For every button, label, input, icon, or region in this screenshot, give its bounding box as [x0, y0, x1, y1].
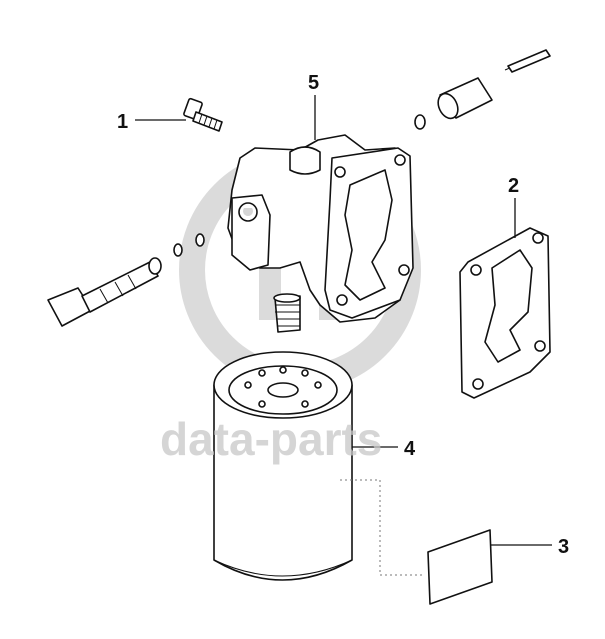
callout-1: 1	[117, 111, 128, 133]
left-fitting-with-orings	[47, 233, 205, 327]
part-3-label	[427, 529, 493, 605]
callout-labels: 1 5 2 4 3	[117, 72, 569, 558]
callout-4: 4	[404, 438, 416, 460]
sender-fitting	[414, 49, 551, 130]
leader-lines	[135, 95, 552, 546]
callout-3: 3	[558, 536, 569, 558]
watermark-text: data-parts	[160, 413, 382, 465]
part-4-filter	[213, 351, 425, 581]
part-1-bolt	[183, 97, 223, 132]
part-2-gasket	[459, 227, 551, 399]
callout-2: 2	[508, 175, 519, 197]
part-5-filter-housing	[227, 134, 414, 333]
callout-5: 5	[308, 72, 319, 94]
filter-holes	[244, 366, 322, 408]
